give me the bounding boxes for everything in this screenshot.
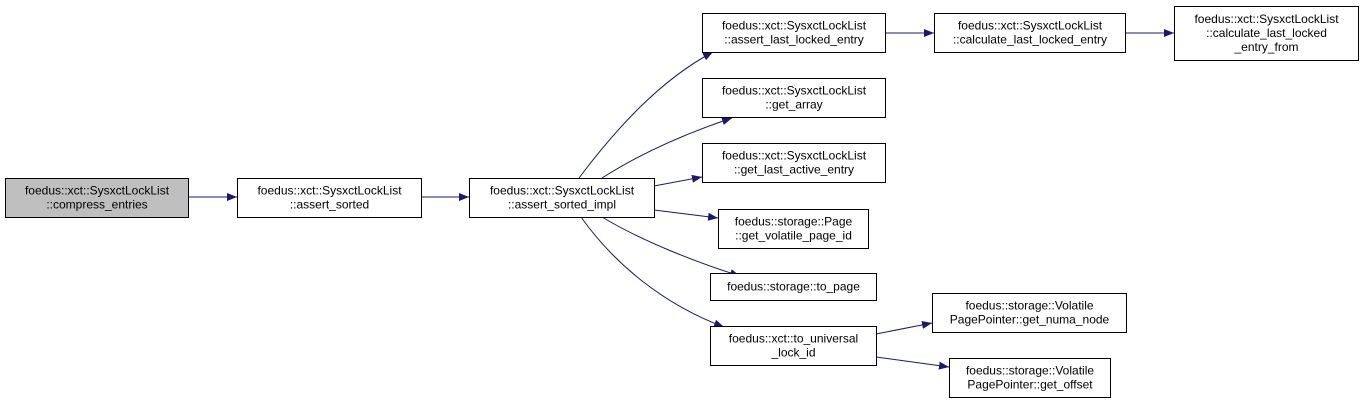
node-label-line: ::calculate_last_locked_entry <box>953 33 1107 47</box>
node-label-line: foedus::xct::SysxctLockList <box>25 184 170 198</box>
node-to_universal_lock_id[interactable]: foedus::xct::to_universal_lock_id <box>710 326 877 366</box>
edge-to_universal_lock_id-to-get_numa_node <box>875 321 933 335</box>
node-label-line: foedus::xct::SysxctLockList <box>722 149 867 163</box>
node-label-line: foedus::xct::SysxctLockList <box>490 184 635 198</box>
node-get_last_active_entry[interactable]: foedus::xct::SysxctLockList::get_last_ac… <box>702 143 886 183</box>
node-label-line: ::assert_last_locked_entry <box>724 33 863 47</box>
node-box <box>932 293 1127 333</box>
node-get_array[interactable]: foedus::xct::SysxctLockList::get_array <box>702 78 886 118</box>
node-assert_sorted_impl[interactable]: foedus::xct::SysxctLockList::assert_sort… <box>469 178 655 218</box>
node-box <box>702 78 886 118</box>
node-label-line: _entry_from <box>1233 40 1298 54</box>
node-label-line: ::assert_sorted_impl <box>508 198 616 212</box>
node-label-line: foedus::storage::to_page <box>727 280 860 294</box>
node-compress_entries[interactable]: foedus::xct::SysxctLockList::compress_en… <box>5 178 189 218</box>
node-label-line: foedus::xct::to_universal <box>729 332 858 346</box>
node-label-line: foedus::storage::Page <box>735 215 853 229</box>
node-label-line: foedus::storage::Volatile <box>966 364 1094 378</box>
edge-assert_sorted_impl-to-get_array <box>601 117 733 179</box>
edge-assert_sorted_impl-to-get_volatile_page_id <box>653 209 719 221</box>
node-get_offset[interactable]: foedus::storage::VolatilePagePointer::ge… <box>949 358 1111 398</box>
node-box <box>934 13 1126 53</box>
node-calculate_last_locked_entry_from[interactable]: foedus::xct::SysxctLockList::calculate_l… <box>1174 6 1359 61</box>
node-label-line: ::assert_sorted <box>290 198 369 212</box>
node-to_page[interactable]: foedus::storage::to_page <box>710 273 877 301</box>
node-calculate_last_locked_entry[interactable]: foedus::xct::SysxctLockList::calculate_l… <box>934 13 1126 53</box>
node-box <box>237 178 422 218</box>
node-label-line: foedus::storage::Volatile <box>965 299 1093 313</box>
node-label-line: ::get_array <box>765 98 822 112</box>
edge-assert_sorted_impl-to-to_page <box>601 216 741 277</box>
node-box <box>718 209 869 249</box>
node-box <box>5 178 189 218</box>
node-assert_sorted[interactable]: foedus::xct::SysxctLockList::assert_sort… <box>237 178 422 218</box>
node-box <box>1174 6 1359 61</box>
edge-assert_sorted_impl-to-get_last_active_entry <box>653 174 703 187</box>
node-box <box>469 178 655 218</box>
node-label-line: PagePointer::get_numa_node <box>950 313 1110 327</box>
node-label-line: ::calculate_last_locked <box>1206 26 1327 40</box>
node-box <box>702 143 886 183</box>
node-label-line: foedus::xct::SysxctLockList <box>722 84 867 98</box>
node-label-line: foedus::xct::SysxctLockList <box>958 19 1103 33</box>
node-box <box>710 273 877 301</box>
node-box <box>949 358 1111 398</box>
node-get_numa_node[interactable]: foedus::storage::VolatilePagePointer::ge… <box>932 293 1127 333</box>
node-label-line: ::compress_entries <box>46 198 147 212</box>
node-box <box>710 326 877 366</box>
node-label-line: PagePointer::get_offset <box>967 378 1093 392</box>
node-label-line: _lock_id <box>770 346 815 360</box>
node-label-line: ::get_volatile_page_id <box>735 229 852 243</box>
node-box <box>702 13 886 53</box>
node-label-line: foedus::xct::SysxctLockList <box>257 184 402 198</box>
node-label-line: ::get_last_active_entry <box>734 163 854 177</box>
edge-assert_sorted_impl-to-to_universal_lock_id <box>580 216 725 328</box>
node-label-line: foedus::xct::SysxctLockList <box>1194 12 1339 26</box>
node-assert_last_locked_entry[interactable]: foedus::xct::SysxctLockList::assert_last… <box>702 13 886 53</box>
edge-to_universal_lock_id-to-get_offset <box>875 356 950 370</box>
edge-assert_sorted_impl-to-assert_last_locked_entry <box>578 51 714 179</box>
node-label-line: foedus::xct::SysxctLockList <box>722 19 867 33</box>
node-get_volatile_page_id[interactable]: foedus::storage::Page::get_volatile_page… <box>718 209 869 249</box>
